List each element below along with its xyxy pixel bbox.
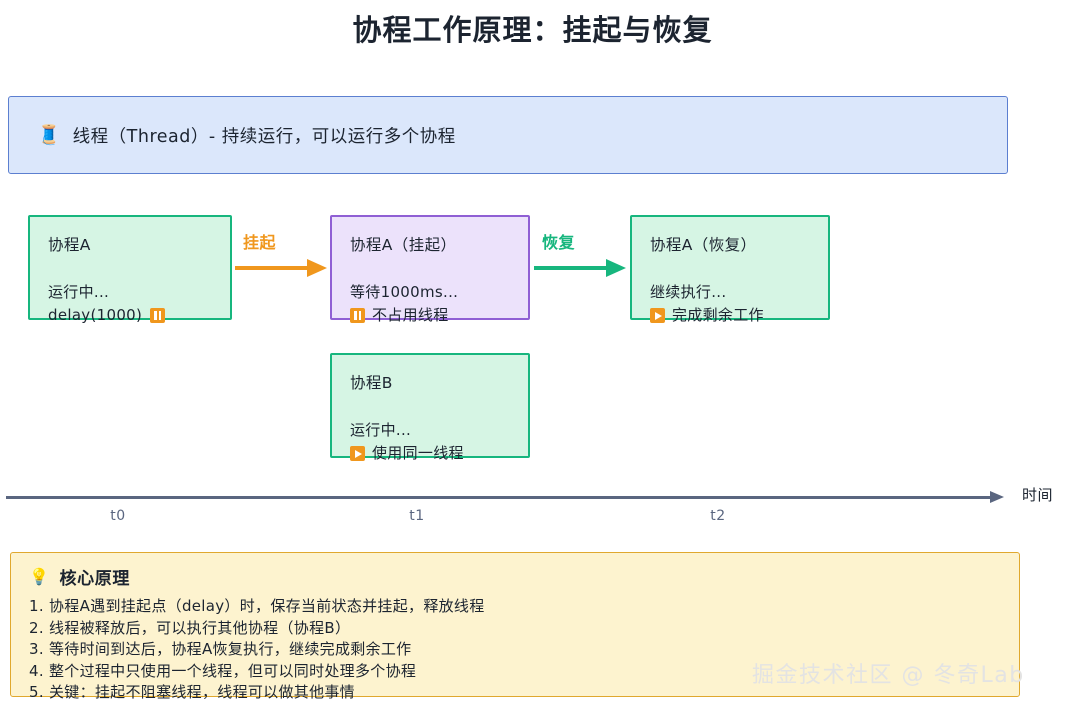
box-status-line: 继续执行...: [650, 281, 810, 304]
arrow-shaft: [235, 266, 311, 270]
box-status-text: 继续执行...: [650, 283, 727, 301]
list-item: 3. 等待时间到达后，协程A恢复执行，继续完成剩余工作: [29, 640, 412, 658]
thread-banner-label: 线程（Thread）- 持续运行，可以运行多个协程: [72, 126, 456, 147]
box-detail-line: 不占用线程: [350, 304, 510, 327]
resume-arrow: 恢复: [534, 233, 626, 283]
box-status-line: 等待1000ms...: [350, 281, 510, 304]
box-detail-text: 使用同一线程: [372, 444, 464, 462]
thread-banner: 🧵 线程（Thread）- 持续运行，可以运行多个协程: [8, 96, 1008, 174]
list-item: 4. 整个过程中只使用一个线程，但可以同时处理多个协程: [29, 661, 417, 680]
pause-icon: [350, 308, 365, 323]
timeline-axis: [6, 491, 1006, 505]
box-detail-text: 不占用线程: [372, 306, 449, 324]
pause-icon: [150, 308, 166, 323]
timeline-arrow-head: [990, 491, 1004, 503]
timeline-axis-label: 时间: [1022, 486, 1054, 504]
core-principles-panel: 💡 核心原理 1. 协程A遇到挂起点（delay）时，保存当前状态并挂起，释放线…: [10, 552, 1020, 701]
suspend-arrow-label: 挂起: [243, 233, 277, 252]
box-title: 协程A: [48, 236, 91, 254]
thread-spool-icon: 🧵: [37, 123, 61, 146]
play-icon: [350, 446, 365, 461]
timeline-tick-t2: t2: [710, 508, 726, 524]
arrow-shaft: [534, 266, 610, 270]
box-detail-line: delay(1000): [48, 304, 212, 327]
box-status-line: 运行中...: [48, 281, 212, 304]
box-status-text: 等待1000ms...: [350, 283, 459, 301]
box-status-text: 运行中...: [48, 283, 110, 301]
box-detail-line: 使用同一线程: [350, 442, 510, 465]
coroutine-b-running-box: 协程B 运行中... 使用同一线程: [330, 353, 530, 462]
list-item: 5. 关键：挂起不阻塞线程，线程可以做其他事情: [29, 683, 355, 701]
arrow-head: [307, 259, 327, 277]
box-title: 协程A（恢复）: [650, 236, 757, 254]
box-status-line: 运行中...: [350, 419, 510, 442]
list-item: 1. 协程A遇到挂起点（delay）时，保存当前状态并挂起，释放线程: [29, 597, 485, 615]
core-principles-heading: 💡 核心原理: [29, 564, 1019, 589]
play-icon: [650, 308, 665, 323]
coroutine-a-running-box: 协程A 运行中... delay(1000): [28, 215, 232, 324]
coroutine-a-suspended-box: 协程A（挂起） 等待1000ms... 不占用线程: [330, 215, 530, 324]
box-title: 协程A（挂起）: [350, 236, 457, 254]
suspend-arrow: 挂起: [235, 233, 327, 283]
core-principles-list: 1. 协程A遇到挂起点（delay）时，保存当前状态并挂起，释放线程 2. 线程…: [29, 596, 1019, 704]
timeline-tick-t1: t1: [409, 508, 425, 524]
lightbulb-icon: 💡: [29, 566, 50, 586]
page-title: 协程工作原理：挂起与恢复: [352, 13, 713, 47]
box-detail-text: delay(1000): [48, 306, 143, 324]
timeline-shaft: [6, 496, 992, 499]
box-status-text: 运行中...: [350, 421, 412, 439]
box-detail-line: 完成剩余工作: [650, 304, 810, 327]
arrow-head: [606, 259, 626, 277]
resume-arrow-label: 恢复: [542, 233, 576, 252]
list-item: 2. 线程被释放后，可以执行其他协程（协程B）: [29, 618, 351, 637]
timeline-tick-t0: t0: [110, 508, 126, 524]
core-principles-heading-text: 核心原理: [59, 569, 130, 589]
box-title: 协程B: [350, 374, 393, 392]
box-detail-text: 完成剩余工作: [672, 306, 764, 324]
coroutine-a-resumed-box: 协程A（恢复） 继续执行... 完成剩余工作: [630, 215, 830, 324]
